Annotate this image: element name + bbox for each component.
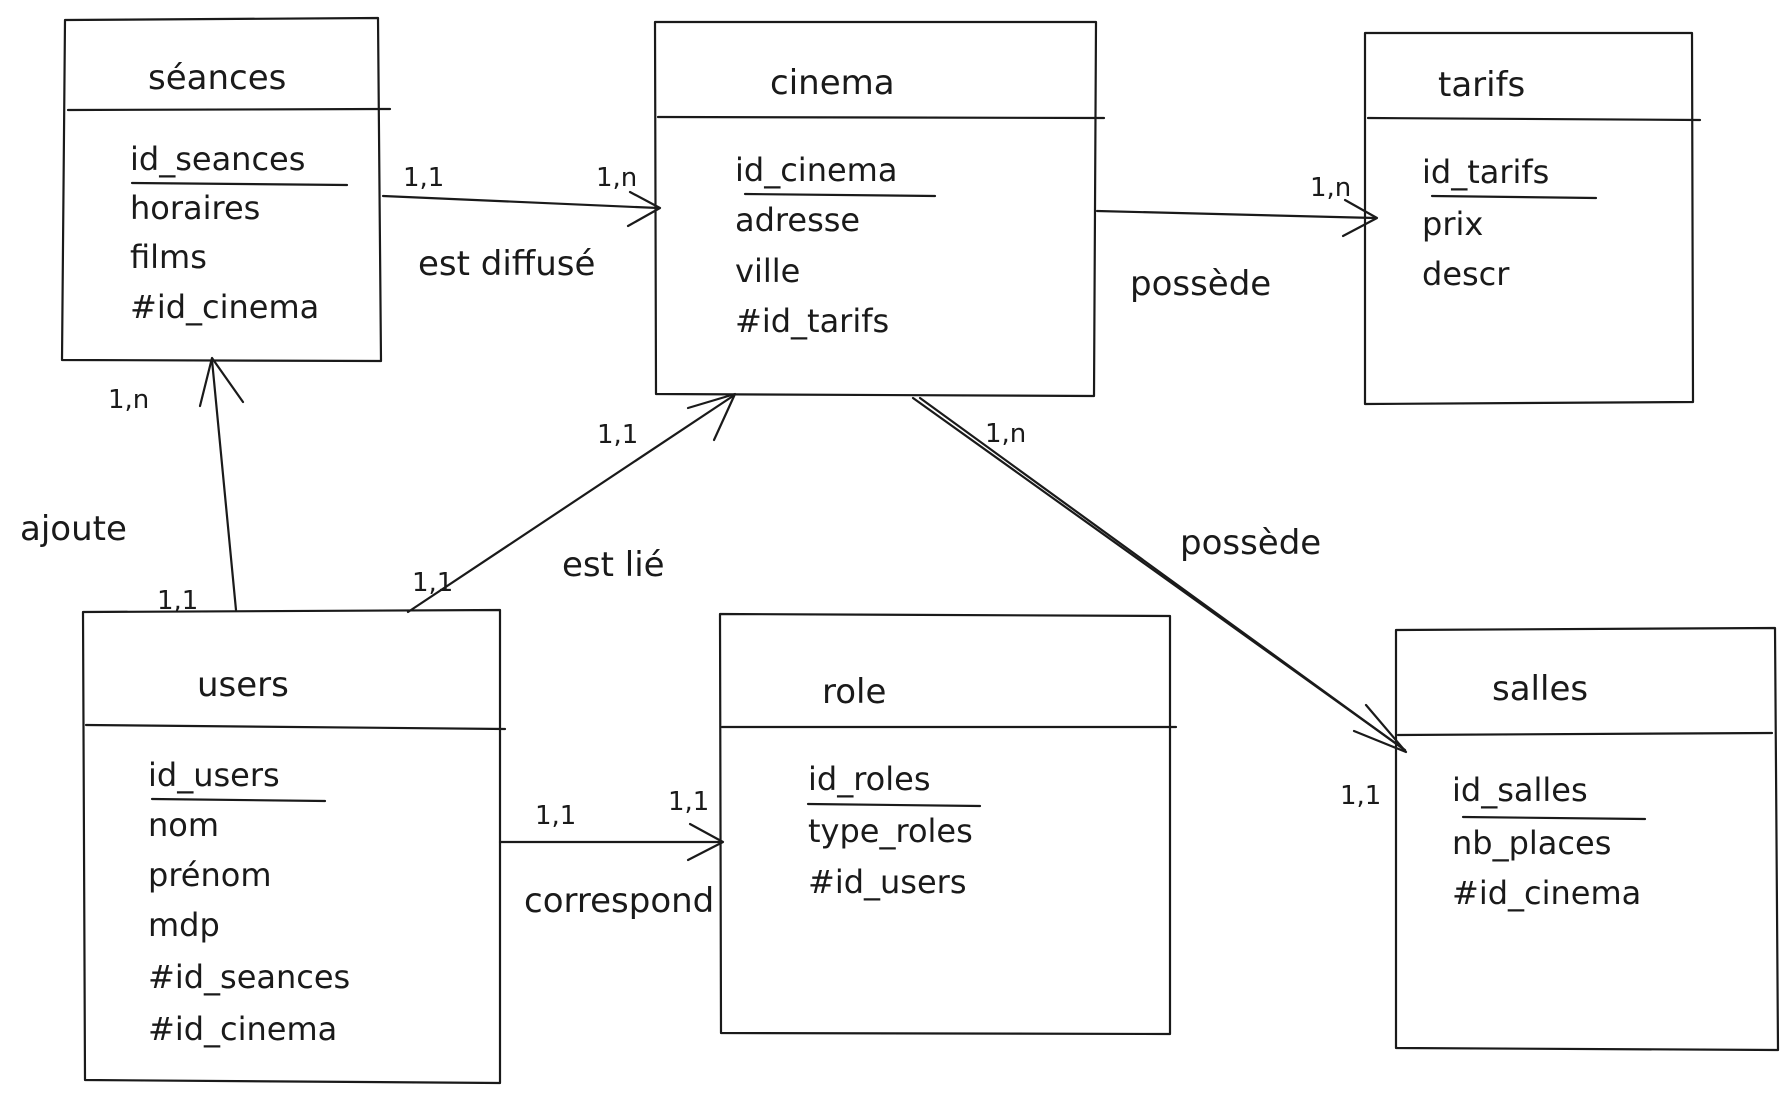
entity-field: id_tarifs — [1422, 153, 1549, 191]
relation-label: possède — [1130, 264, 1271, 304]
entity-field: #id_cinema — [148, 1010, 337, 1048]
relation-users-role: 1,1 1,1 correspond — [498, 787, 725, 921]
entity-field: horaires — [130, 189, 260, 227]
entity-field: ville — [735, 252, 800, 290]
entity-title: users — [197, 665, 289, 705]
entity-field: #id_users — [808, 863, 966, 901]
cardinality-label: 1,1 — [412, 568, 453, 598]
cardinality-label: 1,n — [108, 385, 149, 415]
entity-cinema: cinema id_cinema adresse ville #id_tarif… — [653, 20, 1106, 398]
cardinality-label: 1,1 — [668, 787, 709, 817]
relation-cinema-salles: 1,n 1,1 possède — [911, 396, 1408, 811]
cardinality-label: 1,1 — [597, 420, 638, 450]
entity-title: salles — [1492, 669, 1588, 709]
entity-field: id_users — [148, 756, 280, 794]
entity-role: role id_roles type_roles #id_users — [718, 612, 1178, 1036]
entity-field: nom — [148, 806, 219, 844]
cardinality-label: 1,1 — [403, 163, 444, 193]
entity-users: users id_users nom prénom mdp #id_seance… — [81, 608, 507, 1085]
relation-users-seances: 1,n 1,1 ajoute — [20, 356, 245, 616]
relation-label: est lié — [562, 545, 665, 585]
relation-users-cinema: 1,1 1,1 est lié — [406, 392, 737, 614]
entity-field: #id_cinema — [1452, 874, 1641, 912]
cardinality-label: 1,n — [1310, 173, 1351, 203]
relation-label: est diffusé — [418, 244, 595, 284]
cardinality-label: 1,1 — [1340, 781, 1381, 811]
entity-seances: séances id_seances horaires films #id_ci… — [60, 16, 392, 363]
relation-label: ajoute — [20, 509, 127, 549]
entity-field: nb_places — [1452, 824, 1611, 862]
entity-salles: salles id_salles nb_places #id_cinema — [1394, 626, 1780, 1052]
entity-field: adresse — [735, 201, 860, 239]
entity-field: #id_tarifs — [735, 302, 889, 340]
entity-field: #id_seances — [148, 958, 350, 996]
relation-seances-cinema: 1,1 1,n est diffusé — [381, 163, 662, 284]
relation-cinema-tarifs: 1,n possède — [1095, 173, 1379, 304]
entity-tarifs: tarifs id_tarifs prix descr — [1363, 31, 1702, 406]
entity-field: films — [130, 238, 207, 276]
cardinality-label: 1,n — [596, 163, 637, 193]
entity-field: prénom — [148, 856, 271, 894]
entity-title: tarifs — [1438, 65, 1525, 105]
entity-field: mdp — [148, 906, 220, 944]
relation-label: correspond — [524, 881, 714, 921]
relation-label: possède — [1180, 523, 1321, 563]
entity-field: id_seances — [130, 140, 305, 178]
entity-title: séances — [148, 58, 286, 98]
cardinality-label: 1,1 — [535, 801, 576, 831]
entity-title: cinema — [770, 63, 895, 103]
entity-field: descr — [1422, 255, 1510, 293]
entity-field: id_salles — [1452, 771, 1588, 809]
entity-field: #id_cinema — [130, 288, 319, 326]
entity-field: id_roles — [808, 760, 930, 798]
entity-field: prix — [1422, 205, 1483, 243]
cardinality-label: 1,1 — [157, 586, 198, 616]
entity-field: type_roles — [808, 812, 973, 850]
cardinality-label: 1,n — [985, 419, 1026, 449]
entity-field: id_cinema — [735, 151, 897, 189]
entity-title: role — [822, 672, 886, 712]
